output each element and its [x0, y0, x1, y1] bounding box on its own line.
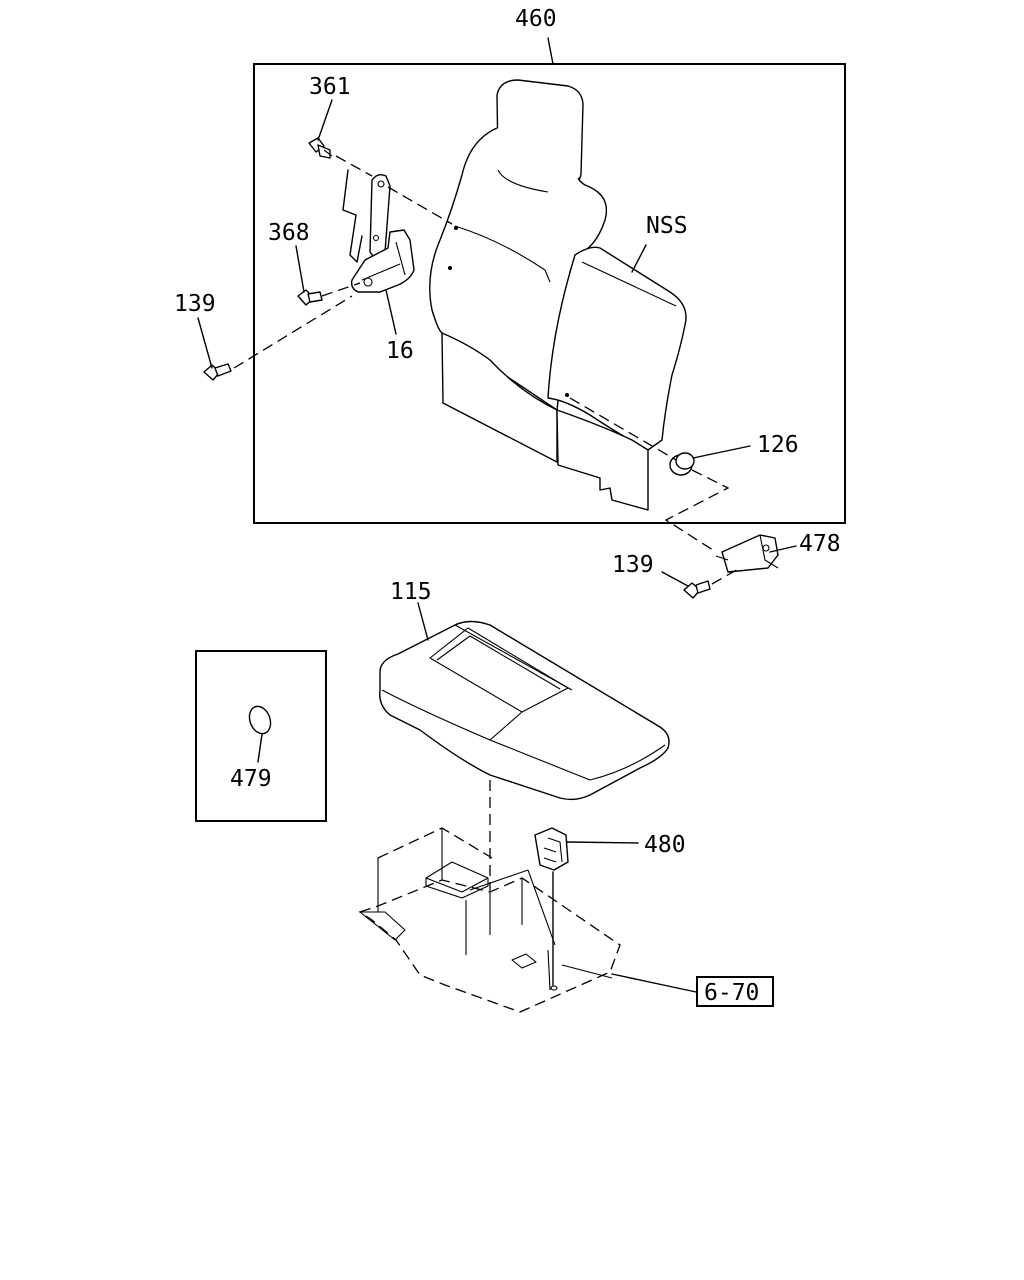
- hinge-bracket-16: [350, 173, 415, 293]
- leader-479: [257, 733, 263, 763]
- bracket-478: [715, 534, 779, 573]
- dash-368: [321, 282, 361, 297]
- leader-480: [566, 841, 639, 844]
- label-139-upper: 139: [174, 291, 216, 317]
- nss-seat-back: [547, 246, 687, 511]
- floor-base: [358, 827, 621, 1013]
- label-460: 460: [515, 6, 557, 32]
- leader-115: [417, 602, 429, 641]
- label-478: 478: [799, 531, 841, 557]
- bolt-361: [308, 137, 333, 159]
- leader-139-lower: [661, 571, 689, 587]
- dash-hinge-seat: [387, 186, 453, 225]
- leader-nss: [631, 244, 647, 273]
- leader-126: [692, 445, 751, 459]
- dash-478-link: [664, 469, 730, 553]
- label-139-lower: 139: [612, 552, 654, 578]
- leader-361: [317, 99, 333, 141]
- dash-139-lower: [711, 567, 741, 585]
- label-126: 126: [757, 432, 799, 458]
- grommet-126: [669, 452, 695, 476]
- label-nss: NSS: [646, 213, 688, 239]
- reference-6-70-box: [696, 976, 774, 1007]
- leader-139-upper: [197, 317, 213, 369]
- label-6-70[interactable]: 6-70: [704, 980, 759, 1006]
- plug-479: [248, 705, 272, 735]
- assembly-460-frame: [253, 63, 846, 524]
- leader-368: [295, 245, 305, 293]
- label-16: 16: [386, 338, 414, 364]
- bolt-139-upper: [203, 363, 232, 381]
- dash-139-upper: [233, 295, 353, 369]
- dash-126: [569, 397, 677, 461]
- leader-460: [547, 37, 554, 65]
- label-361: 361: [309, 74, 351, 100]
- label-368: 368: [268, 220, 310, 246]
- leader-6-70: [611, 973, 697, 993]
- label-479: 479: [230, 766, 272, 792]
- label-480: 480: [644, 832, 686, 858]
- leader-16: [385, 289, 397, 335]
- bolt-139-lower: [683, 580, 711, 599]
- label-115: 115: [390, 579, 432, 605]
- bolt-368: [297, 289, 323, 306]
- leader-478: [769, 545, 797, 553]
- dash-361: [335, 155, 373, 177]
- bracket-outline: [342, 169, 363, 263]
- part-479-frame: [195, 650, 327, 822]
- clip-480: [534, 827, 569, 871]
- seat-cushion-115: [379, 620, 670, 801]
